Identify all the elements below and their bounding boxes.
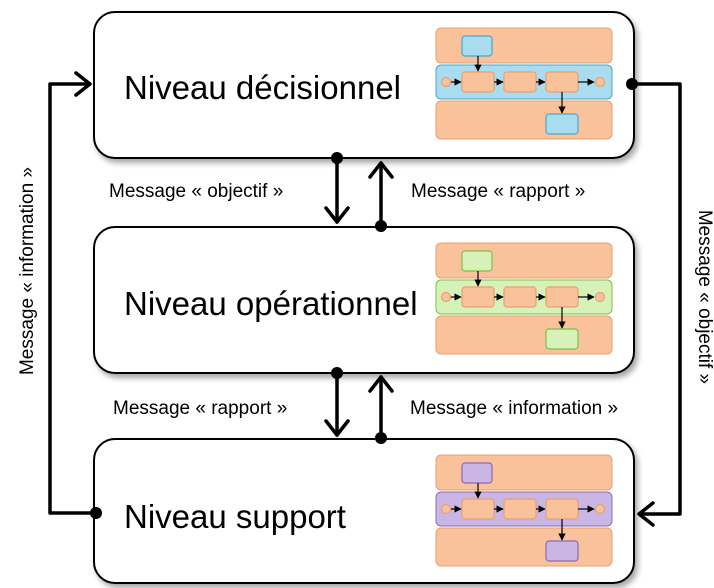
message-label-information-up: Message « information »	[410, 398, 619, 419]
process-end-dot	[594, 76, 606, 88]
process-step-box	[461, 498, 495, 520]
process-diagram-support	[435, 454, 613, 567]
message-label-rapport-up: Message « rapport »	[411, 181, 586, 202]
message-label-left-loop: Message « information »	[17, 166, 38, 376]
process-start-dot	[440, 76, 452, 88]
process-step-box	[461, 286, 495, 308]
process-step-box	[503, 286, 537, 308]
message-label-objectif-down: Message « objectif »	[109, 181, 284, 202]
message-label-rapport-down: Message « rapport »	[113, 398, 288, 419]
level-title-support: Niveau support	[124, 498, 346, 535]
arrow-rapport-up	[368, 161, 394, 228]
process-output-box	[545, 540, 579, 562]
process-output-box	[545, 113, 579, 135]
lane-bottom	[435, 527, 613, 567]
process-input-box	[461, 462, 493, 484]
process-end-dot	[594, 291, 606, 303]
process-step-box	[503, 71, 537, 93]
process-diagram-decisionnel	[435, 27, 613, 140]
process-output-box	[545, 328, 579, 350]
process-start-dot	[440, 503, 452, 515]
message-label-right-loop: Message « objectif »	[694, 209, 714, 385]
process-step-box	[545, 498, 579, 520]
process-input-box	[461, 250, 493, 272]
process-step-box	[545, 286, 579, 308]
right-loop-arrow	[630, 82, 682, 527]
connector-dot	[375, 432, 387, 444]
process-step-box	[545, 71, 579, 93]
left-loop-arrow	[48, 71, 98, 515]
process-start-dot	[440, 291, 452, 303]
arrow-information-up	[368, 375, 394, 440]
process-input-box	[461, 35, 493, 57]
level-title-decisionnel: Niveau décisionnel	[124, 69, 402, 106]
connector-dot	[331, 152, 343, 164]
process-step-box	[503, 498, 537, 520]
lane-bottom	[435, 100, 613, 140]
process-end-dot	[594, 503, 606, 515]
connector-dot	[90, 507, 102, 519]
process-diagram-operationnel	[435, 242, 613, 355]
arrow-objectif-down	[324, 156, 350, 224]
level-title-operationnel: Niveau opérationnel	[124, 285, 418, 322]
connector-dot	[375, 220, 387, 232]
arrow-rapport-down	[324, 371, 350, 437]
connector-dot	[626, 78, 638, 90]
process-step-box	[461, 71, 495, 93]
connector-dot	[331, 367, 343, 379]
lane-bottom	[435, 315, 613, 355]
